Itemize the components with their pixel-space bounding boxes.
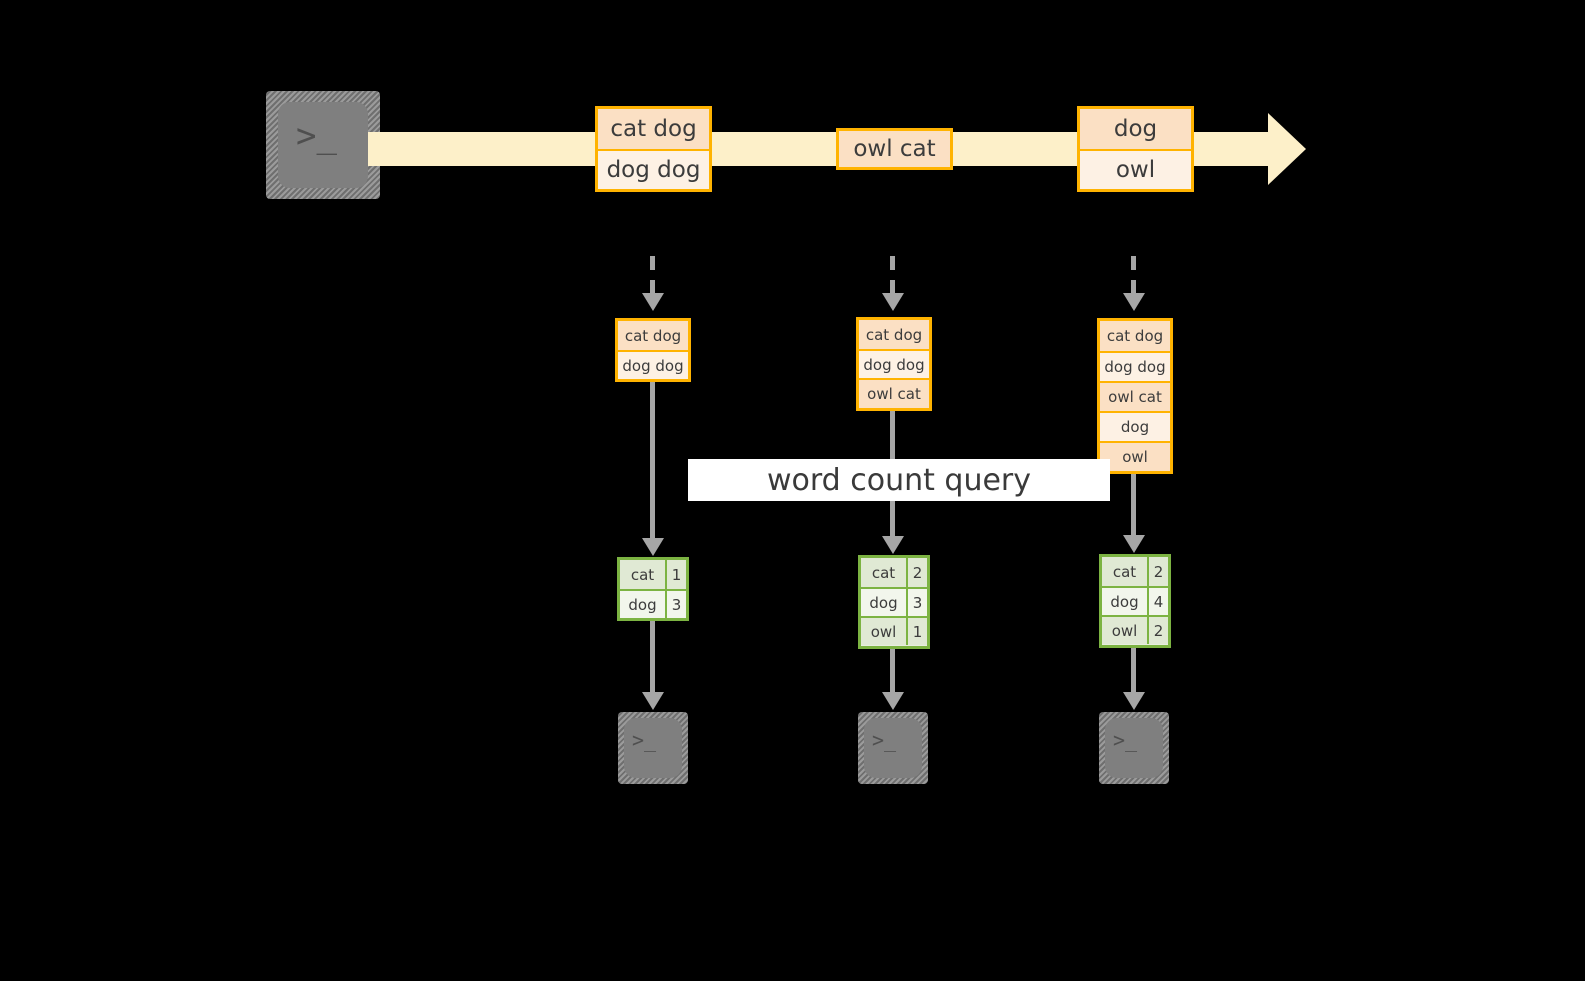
buffer-line: dog dog <box>1100 351 1170 381</box>
snapshot-1-tap-line <box>650 256 655 296</box>
snapshot-1-input-buffer: cat dog dog dog <box>615 318 691 382</box>
terminal-face <box>624 718 682 778</box>
result-count: 3 <box>906 589 927 616</box>
result-word: cat <box>620 560 665 589</box>
result-count: 1 <box>665 560 686 589</box>
snapshot-2-query-arrowhead <box>882 536 904 554</box>
table-row: dog 4 <box>1102 586 1168 615</box>
stream-record-group-2: owl cat <box>836 128 953 170</box>
result-count: 2 <box>1147 617 1168 644</box>
snapshot-3-tap-arrowhead <box>1123 293 1145 311</box>
snapshot-2-sink-terminal-icon: >_ <box>858 712 928 784</box>
stream-record-line: owl cat <box>839 131 950 167</box>
terminal-face <box>864 718 922 778</box>
snapshot-2-result-table: cat 2 dog 3 owl 1 <box>858 555 930 649</box>
table-row: cat 2 <box>861 558 927 587</box>
terminal-face <box>278 102 368 188</box>
terminal-prompt-glyph: >_ <box>296 116 337 156</box>
snapshot-1-sink-line <box>650 621 655 696</box>
result-word: dog <box>861 589 906 616</box>
stream-record-group-3: dog owl <box>1077 106 1194 192</box>
snapshot-1-sink-terminal-icon: >_ <box>618 712 688 784</box>
snapshot-3-sink-terminal-icon: >_ <box>1099 712 1169 784</box>
source-terminal-icon: >_ <box>266 91 380 199</box>
result-word: dog <box>620 591 665 618</box>
result-count: 1 <box>906 618 927 645</box>
snapshot-3-input-buffer: cat dog dog dog owl cat dog owl <box>1097 318 1173 474</box>
table-row: owl 2 <box>1102 615 1168 644</box>
stream-record-line: dog <box>1080 109 1191 149</box>
snapshot-3-sink-arrowhead <box>1123 692 1145 710</box>
snapshot-3-result-table: cat 2 dog 4 owl 2 <box>1099 554 1171 648</box>
result-word: dog <box>1102 588 1147 615</box>
snapshot-1-result-table: cat 1 dog 3 <box>617 557 689 621</box>
result-count: 3 <box>665 591 686 618</box>
buffer-line: owl cat <box>1100 381 1170 411</box>
result-word: owl <box>861 618 906 645</box>
snapshot-1-query-line <box>650 382 655 542</box>
terminal-face <box>1105 718 1163 778</box>
buffer-line: owl <box>1100 441 1170 471</box>
snapshot-1-sink-arrowhead <box>642 692 664 710</box>
table-row: owl 1 <box>861 616 927 645</box>
snapshot-2-sink-line <box>890 649 895 696</box>
snapshot-2-input-buffer: cat dog dog dog owl cat <box>856 317 932 411</box>
snapshot-2-sink-arrowhead <box>882 692 904 710</box>
result-word: cat <box>861 558 906 587</box>
snapshot-2-tap-arrowhead <box>882 293 904 311</box>
table-row: dog 3 <box>620 589 686 618</box>
buffer-line: owl cat <box>859 378 929 407</box>
stream-arrowhead <box>1268 113 1306 185</box>
terminal-prompt-glyph: >_ <box>872 728 897 752</box>
snapshot-3-tap-line <box>1131 256 1136 296</box>
result-count: 4 <box>1147 588 1168 615</box>
terminal-prompt-glyph: >_ <box>1113 728 1138 752</box>
table-row: cat 1 <box>620 560 686 589</box>
buffer-line: dog dog <box>859 349 929 378</box>
buffer-line: dog dog <box>618 350 688 379</box>
query-label: word count query <box>688 459 1110 501</box>
snapshot-3-query-line <box>1131 474 1136 539</box>
result-word: cat <box>1102 557 1147 586</box>
table-row: dog 3 <box>861 587 927 616</box>
table-row: cat 2 <box>1102 557 1168 586</box>
snapshot-3-query-arrowhead <box>1123 535 1145 553</box>
stream-record-line: cat dog <box>598 109 709 149</box>
stream-record-group-1: cat dog dog dog <box>595 106 712 192</box>
buffer-line: cat dog <box>859 320 929 349</box>
result-count: 2 <box>906 558 927 587</box>
snapshot-1-tap-arrowhead <box>642 293 664 311</box>
result-word: owl <box>1102 617 1147 644</box>
stream-record-line: dog dog <box>598 149 709 189</box>
stream-record-line: owl <box>1080 149 1191 189</box>
buffer-line: cat dog <box>618 321 688 350</box>
snapshot-3-sink-line <box>1131 648 1136 696</box>
snapshot-2-tap-line <box>890 256 895 296</box>
result-count: 2 <box>1147 557 1168 586</box>
terminal-prompt-glyph: >_ <box>632 728 657 752</box>
buffer-line: cat dog <box>1100 321 1170 351</box>
snapshot-1-query-arrowhead <box>642 538 664 556</box>
buffer-line: dog <box>1100 411 1170 441</box>
